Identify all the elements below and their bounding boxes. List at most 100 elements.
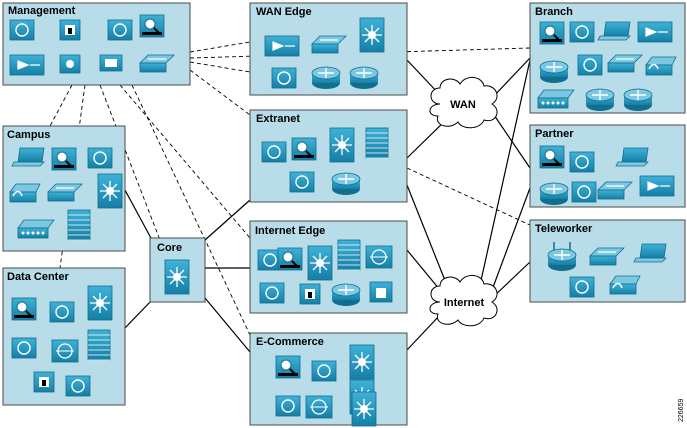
switch-icon <box>47 183 83 202</box>
laptop-icon <box>11 147 45 167</box>
link-core-ecommerce <box>204 297 251 353</box>
multilayer-switch-icon <box>307 245 333 281</box>
router-icon <box>585 88 615 111</box>
ids-sensor-icon <box>539 145 565 169</box>
laptop-icon <box>597 21 631 41</box>
content-switch-icon <box>264 35 300 57</box>
link-campus-core <box>124 189 153 241</box>
figure-number: 226659 <box>678 399 685 422</box>
link-extranet-internet <box>406 184 449 289</box>
switch-icon <box>597 181 633 200</box>
mgmt-link-teleworker <box>406 167 531 226</box>
access-point-bar-icon <box>17 219 55 239</box>
server-icon <box>65 375 91 397</box>
ids-sensor-icon <box>51 147 77 171</box>
ids-sensor-icon <box>139 14 165 38</box>
content-switch-icon <box>639 175 675 197</box>
server-icon <box>275 395 301 417</box>
firewall-icon <box>87 329 111 361</box>
connection-lines <box>124 57 531 353</box>
ids-sensor-icon <box>291 137 317 161</box>
server-icon <box>289 171 315 193</box>
title-data-center: Data Center <box>7 271 69 283</box>
tape-library-icon <box>33 371 55 393</box>
server-icon <box>569 151 595 173</box>
multilayer-switch-icon <box>359 17 385 53</box>
switch-icon <box>607 54 643 73</box>
server-icon <box>271 67 297 89</box>
title-wan-edge: WAN Edge <box>256 6 312 18</box>
vpn-concentrator-icon <box>365 245 393 269</box>
link-core-extranet <box>204 199 251 241</box>
title-management: Management <box>8 5 76 17</box>
ip-phone-icon <box>9 183 41 203</box>
wan-cloud <box>429 77 498 129</box>
link-wan-branch <box>491 57 531 99</box>
device-icons <box>9 14 677 427</box>
internet-cloud <box>429 275 498 327</box>
server-icon <box>49 301 75 323</box>
tape-library-icon <box>299 283 321 305</box>
title-ecommerce: E-Commerce <box>256 336 324 348</box>
title-core: Core <box>157 242 182 254</box>
ids-sensor-icon <box>539 21 565 45</box>
firewall-icon <box>67 209 91 241</box>
title-branch: Branch <box>535 6 573 18</box>
multilayer-switch-icon <box>329 127 355 163</box>
content-switch-icon <box>637 21 673 43</box>
ids-sensor-icon <box>277 247 303 271</box>
server-icon <box>87 147 113 169</box>
ip-phone-icon <box>645 56 677 76</box>
wan-cloud-label: WAN <box>450 99 476 111</box>
multilayer-switch-icon <box>164 259 190 295</box>
firewall-icon <box>337 239 361 271</box>
link-internet-branch <box>479 59 531 286</box>
title-campus: Campus <box>7 129 50 141</box>
title-internet-edge: Internet Edge <box>255 225 325 237</box>
router-icon <box>311 66 341 89</box>
vpn-concentrator-icon <box>51 339 79 363</box>
content-switch-icon <box>9 54 45 76</box>
server-icon <box>569 276 595 298</box>
router-icon <box>539 182 569 205</box>
server-icon <box>311 360 337 382</box>
link-internet-partner <box>491 187 531 291</box>
link-wan-partner <box>491 111 531 169</box>
title-partner: Partner <box>535 128 574 140</box>
multilayer-switch-icon <box>349 344 375 380</box>
router-icon <box>331 172 361 195</box>
switch-icon <box>311 35 347 54</box>
switch-icon <box>589 247 625 266</box>
server-icon <box>261 141 287 163</box>
tape-library-icon <box>59 19 81 41</box>
multilayer-switch-icon <box>97 173 123 209</box>
server-icon <box>571 181 597 203</box>
ids-sensor-icon <box>275 355 301 379</box>
server-icon <box>577 54 603 76</box>
pc-icon <box>99 54 123 72</box>
laptop-icon <box>633 243 667 263</box>
multilayer-switch-icon <box>87 285 113 321</box>
mgmt-link-campus <box>49 84 73 127</box>
mgmt-link-extranet <box>189 69 251 116</box>
multilayer-switch-icon <box>351 391 377 427</box>
server-icon <box>9 19 35 41</box>
link-internet-teleworker <box>491 261 531 299</box>
router-icon <box>331 283 361 306</box>
ip-phone-icon <box>609 275 641 295</box>
firewall-icon <box>365 127 389 159</box>
link-ecommerce-internet <box>406 314 441 351</box>
ids-sensor-icon <box>11 297 37 321</box>
server-icon <box>11 337 37 359</box>
mgmt-link-internetedge <box>119 84 251 239</box>
router-icon <box>623 88 653 111</box>
router-icon <box>539 60 569 83</box>
router-icon <box>349 66 379 89</box>
title-extranet: Extranet <box>256 113 300 125</box>
mgmt-link-wanedge <box>189 41 251 53</box>
workstation-icon <box>59 54 81 74</box>
lock-server-icon <box>369 281 393 303</box>
server-icon <box>569 21 595 43</box>
access-point-bar-icon <box>537 89 575 109</box>
